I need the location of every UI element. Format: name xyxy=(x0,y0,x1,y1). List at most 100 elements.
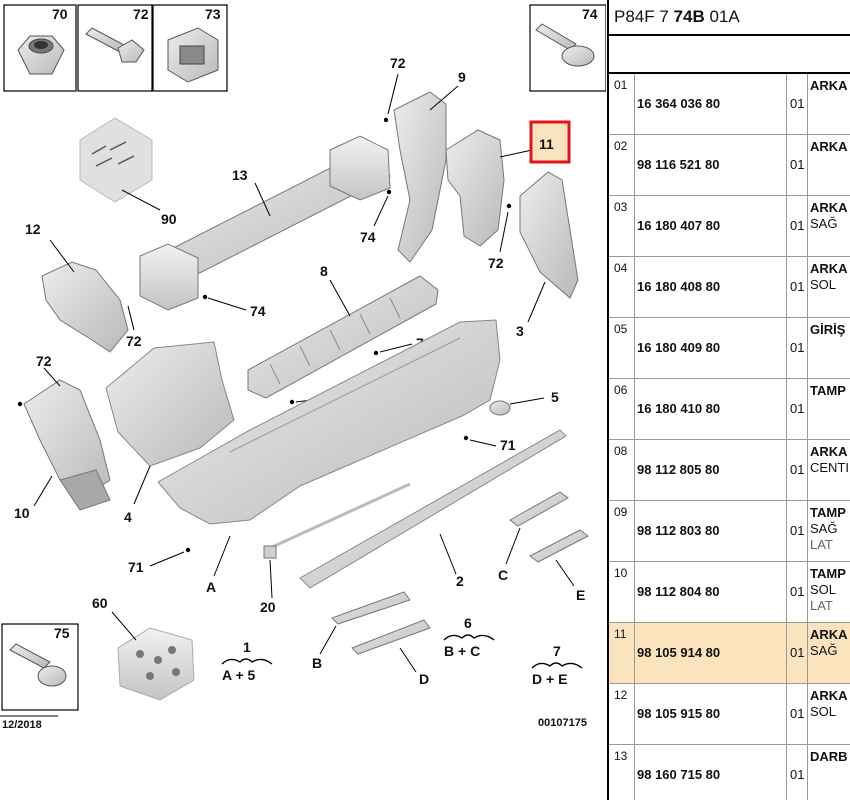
callout-D: D xyxy=(419,671,429,687)
row-part-number: 16 180 408 80 xyxy=(637,279,721,294)
callout-71-right: 71 xyxy=(500,437,516,453)
row-desc-line2: SAĞ xyxy=(810,643,838,658)
callout-20: 20 xyxy=(260,599,276,615)
row-number: 08 xyxy=(609,440,635,500)
fastener-box-75[interactable]: 75 xyxy=(1,623,79,711)
part-D-reflector[interactable] xyxy=(351,619,431,673)
callout-72-right: 72 xyxy=(488,255,504,271)
part-90-kit[interactable] xyxy=(79,117,161,211)
row-part-number: 98 160 715 80 xyxy=(637,767,721,782)
row-desc-line1: ARKA xyxy=(810,688,848,703)
parts-diagram: 70 72 73 74 duyukoto.com 90 13 xyxy=(0,4,606,731)
fastener-box-70[interactable]: 70 xyxy=(3,4,77,92)
row-desc-line1: TAMP xyxy=(810,383,846,398)
row-quantity: 01 xyxy=(786,257,808,317)
callout-9: 9 xyxy=(458,69,466,85)
callout-60: 60 xyxy=(92,595,108,611)
part-8-absorber[interactable] xyxy=(247,275,439,399)
row-number: 02 xyxy=(609,135,635,195)
part-10-bracket[interactable] xyxy=(23,367,111,511)
part-11-bracket[interactable] xyxy=(445,129,533,247)
row-part-number: 16 180 410 80 xyxy=(637,401,721,416)
part-60-kit[interactable] xyxy=(111,611,195,701)
row-number: 01 xyxy=(609,74,635,134)
row-quantity: 01 xyxy=(786,440,808,500)
part-B-reflector[interactable] xyxy=(319,591,411,655)
part-A-bumper[interactable] xyxy=(157,319,501,577)
row-desc-line1: TAMP xyxy=(810,566,846,581)
fastener-box-73[interactable]: 73 xyxy=(152,4,228,92)
row-description: ARKA xyxy=(810,139,848,155)
row-quantity: 01 xyxy=(786,379,808,439)
row-quantity: 01 xyxy=(786,501,808,561)
part-5-plug[interactable] xyxy=(489,397,545,416)
callout-11-highlight[interactable]: 11 xyxy=(529,120,571,164)
part-4-cover[interactable] xyxy=(105,341,235,505)
callout-2: 2 xyxy=(456,573,464,589)
part-20-strip[interactable] xyxy=(263,482,411,599)
callout-6: 6 xyxy=(464,615,472,631)
row-quantity: 01 xyxy=(786,135,808,195)
callout-12: 12 xyxy=(25,221,41,237)
callout-70: 70 xyxy=(52,6,68,22)
callout-7: 7 xyxy=(553,643,561,659)
catalog-code-suffix: 01A xyxy=(704,7,740,26)
row-part-number: 16 364 036 80 xyxy=(637,96,721,111)
row-desc-line3: LAT xyxy=(810,537,833,552)
group-7-label: D + E xyxy=(532,671,567,687)
row-desc-line1: ARKA xyxy=(810,200,848,215)
group-1-label: A + 5 xyxy=(222,667,256,683)
row-number: 09 xyxy=(609,501,635,561)
catalog-code-group: 74B xyxy=(673,7,705,26)
part-12-bracket[interactable] xyxy=(41,239,129,353)
row-desc-line2: SOL xyxy=(810,277,837,292)
callout-A: A xyxy=(206,579,216,595)
part-3-side-guide[interactable] xyxy=(519,171,579,323)
callout-11: 11 xyxy=(539,136,554,152)
row-part-number: 98 112 804 80 xyxy=(637,584,720,599)
part-E-reflector[interactable] xyxy=(529,529,589,587)
row-quantity: 01 xyxy=(786,318,808,378)
row-part-number: 16 180 409 80 xyxy=(637,340,721,355)
callout-75: 75 xyxy=(54,625,70,641)
callout-74: 74 xyxy=(582,6,598,22)
row-quantity: 01 xyxy=(786,74,808,134)
row-description: DARB xyxy=(810,749,848,765)
part-13-beam[interactable] xyxy=(139,135,392,311)
row-quantity: 01 xyxy=(786,684,808,744)
fastener-box-72[interactable]: 72 xyxy=(77,4,153,92)
row-number: 10 xyxy=(609,562,635,622)
row-part-number: 98 112 805 80 xyxy=(637,462,720,477)
callout-1: 1 xyxy=(243,639,251,655)
part-C-reflector[interactable] xyxy=(505,491,569,565)
diagram-date: 12/2018 xyxy=(2,719,42,731)
part-9-bracket[interactable] xyxy=(393,85,459,263)
row-number: 05 xyxy=(609,318,635,378)
callout-74-mid: 74 xyxy=(360,229,376,245)
callout-72-left: 72 xyxy=(126,333,142,349)
row-description: TAMP xyxy=(810,383,846,399)
callout-4: 4 xyxy=(124,509,132,525)
row-number: 13 xyxy=(609,745,635,800)
row-desc-line1: ARKA xyxy=(810,627,848,642)
catalog-code: P84F 7 74B 01A xyxy=(609,0,850,36)
part-2-lower-trim[interactable] xyxy=(299,429,567,589)
row-description: GİRİŞ xyxy=(810,322,845,338)
fastener-box-74[interactable]: 74 xyxy=(529,4,606,92)
group-6-label: B + C xyxy=(444,643,480,659)
